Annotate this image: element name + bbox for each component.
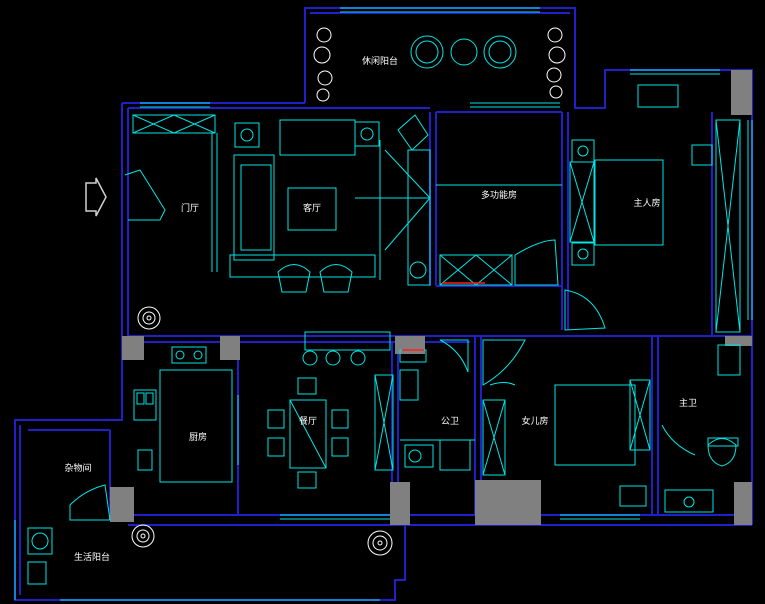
label-living-room: 客厅 bbox=[303, 202, 321, 214]
label-kitchen: 厨房 bbox=[189, 431, 207, 443]
potted-plant-icon bbox=[367, 530, 393, 556]
label-daughter-room: 女儿房 bbox=[521, 415, 548, 427]
label-public-bath: 公卫 bbox=[441, 416, 459, 427]
potted-plant-icon bbox=[313, 27, 333, 102]
furniture bbox=[27, 35, 741, 585]
potted-plant-icon bbox=[546, 27, 566, 99]
room-labels: 休闲阳台 门厅 客厅 多功能房 主人房 厨房 餐厅 公卫 女儿房 主卫 杂物间 … bbox=[64, 55, 697, 563]
label-multi-room: 多功能房 bbox=[481, 189, 517, 201]
accent-lines bbox=[402, 282, 485, 351]
label-leisure-balcony: 休闲阳台 bbox=[362, 55, 398, 67]
label-utility-room: 杂物间 bbox=[64, 462, 91, 474]
windows bbox=[14, 7, 753, 601]
entry-arrow-icon bbox=[85, 177, 107, 217]
label-dining-room: 餐厅 bbox=[299, 415, 317, 427]
potted-plant-icon bbox=[137, 306, 161, 330]
structural-columns bbox=[110, 70, 752, 525]
potted-plant-icon bbox=[131, 524, 155, 548]
label-master-bedroom: 主人房 bbox=[633, 197, 660, 209]
label-service-balcony: 生活阳台 bbox=[74, 551, 110, 563]
label-master-bath: 主卫 bbox=[679, 397, 697, 409]
potted-plant-icons bbox=[131, 27, 566, 556]
label-foyer: 门厅 bbox=[181, 202, 199, 214]
